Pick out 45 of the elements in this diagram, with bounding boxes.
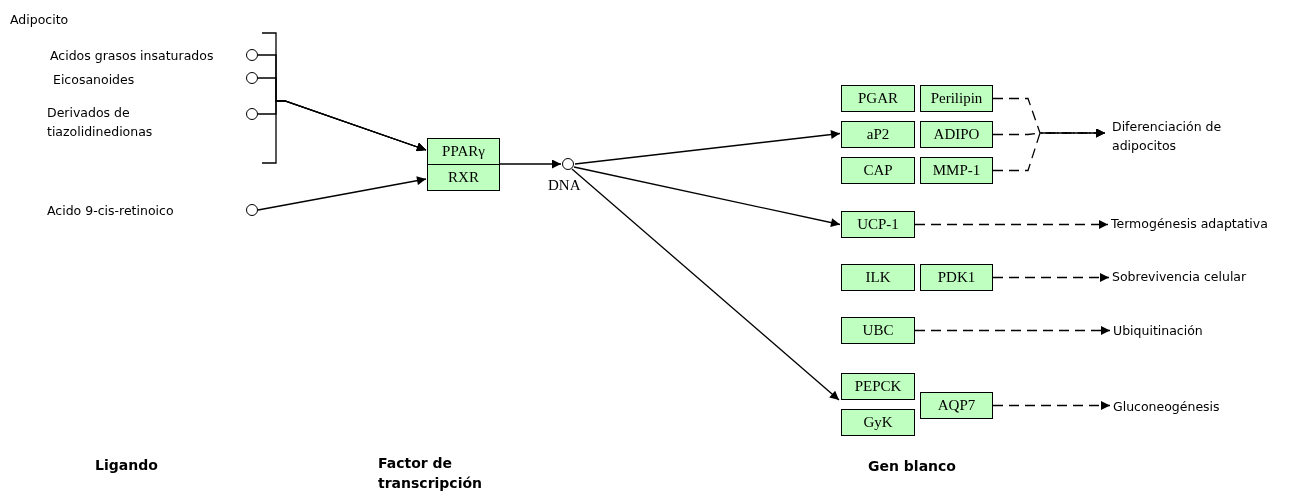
gene-box: PDK1: [920, 264, 993, 291]
gene-box: PEPCK: [841, 373, 915, 400]
arrow: [992, 273, 1110, 282]
circle-node: [246, 72, 258, 84]
arrow: [257, 100, 427, 152]
outcome-label: Ubiquitinación: [1113, 321, 1243, 340]
region-label: Adipocito: [10, 11, 70, 29]
gene-box: AQP7: [920, 392, 993, 419]
column-heading: Ligando: [95, 456, 159, 475]
arrow: [992, 401, 1111, 410]
gene-box: RXR: [427, 164, 500, 191]
column-heading: Factor de transcripción: [378, 454, 484, 493]
circle-node: [562, 158, 574, 170]
column-heading: Gen blanco: [868, 457, 957, 476]
outcome-label: Gluconeogénesis: [1113, 397, 1253, 416]
gene-box: Perilipin: [920, 85, 993, 112]
arrow: [574, 130, 841, 165]
gene-box: UCP-1: [841, 211, 915, 238]
arrow: [499, 159, 562, 169]
arrow: [573, 166, 841, 227]
arrow: [914, 220, 1109, 229]
outcome-label: Termogénesis adaptativa: [1111, 214, 1291, 233]
circle-node: [246, 108, 258, 120]
circle-node: [246, 204, 258, 216]
gene-box: CAP: [841, 157, 915, 184]
gene-box: GyK: [841, 409, 915, 436]
gene-box: PPARγ: [427, 138, 500, 165]
arrow: [571, 168, 840, 401]
ligand-label: Acidos grasos insaturados: [50, 47, 215, 65]
gene-box: ADIPO: [920, 121, 993, 148]
outcome-label: Sobrevivencia celular: [1112, 267, 1282, 286]
node-caption: DNA: [548, 176, 581, 195]
arrow: [914, 326, 1111, 335]
arrow: [992, 128, 1106, 172]
circle-node: [246, 49, 258, 61]
ligand-label: Acido 9-cis-retinoico: [47, 202, 175, 220]
gene-box: UBC: [841, 317, 915, 344]
gene-box: PGAR: [841, 85, 915, 112]
ligand-label: Derivados de tiazolidinedionas: [47, 104, 154, 141]
outcome-label: Diferenciación de adipocitos: [1112, 117, 1262, 155]
ligand-label: Eicosanoides: [53, 71, 136, 89]
gene-box: aP2: [841, 121, 915, 148]
gene-box: MMP-1: [920, 157, 993, 184]
arrow: [257, 176, 427, 211]
gene-box: ILK: [841, 264, 915, 291]
